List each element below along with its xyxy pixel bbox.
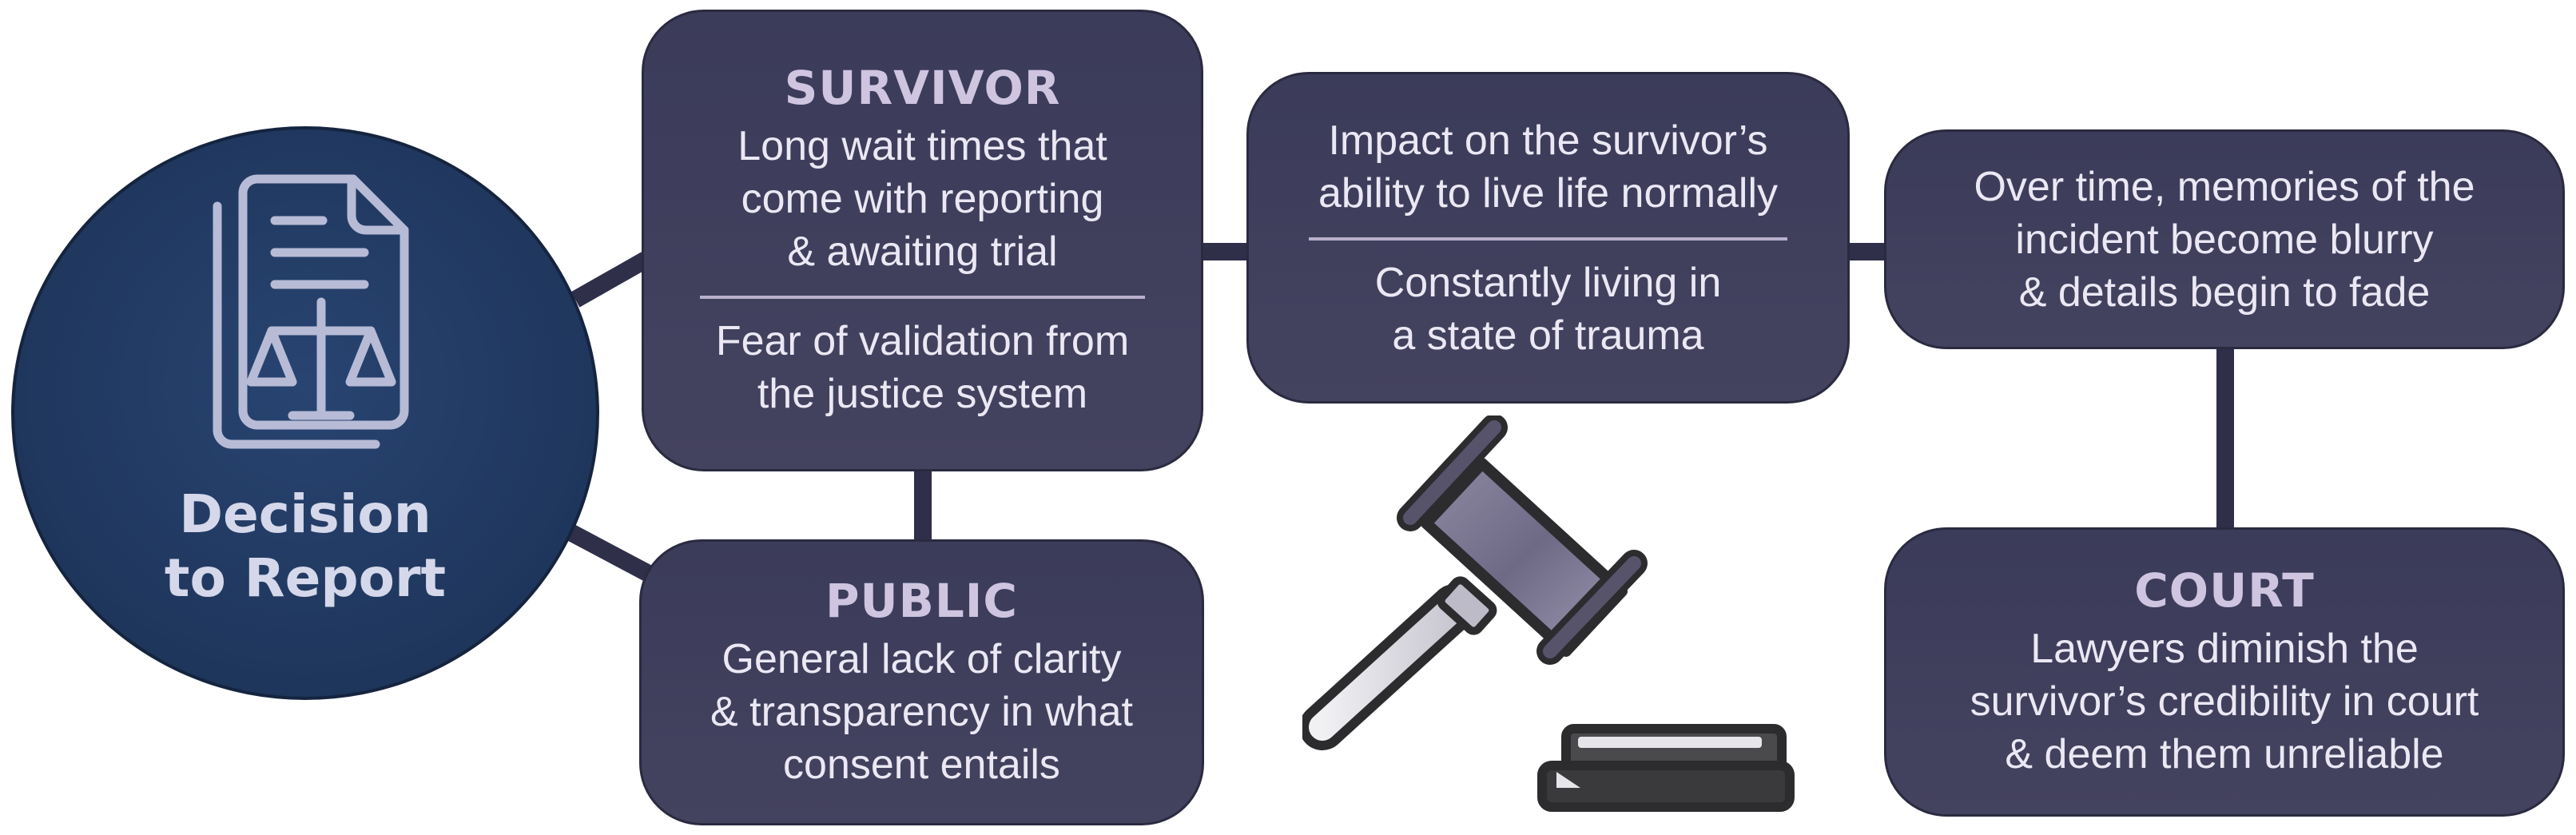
public-clarity-text: General lack of clarity & transparency i… <box>710 636 1133 788</box>
root-label: Decision to Report <box>164 483 447 609</box>
connector-root-survivor <box>570 252 650 308</box>
impact-trauma-text: Constantly living in a state of trauma <box>1374 259 1722 359</box>
survivor-divider <box>699 296 1146 299</box>
gavel-icon <box>1302 416 1795 812</box>
survivor-validation-text: Fear of validation from the justice syst… <box>715 318 1130 417</box>
decision-to-report-circle: Decision to Report <box>11 126 599 700</box>
public-title: PUBLIC <box>825 574 1018 628</box>
memory-node: Over time, memories of the incident beco… <box>1884 129 2565 349</box>
survivor-wait-times-text: Long wait times that come with reporting… <box>737 123 1107 275</box>
connector-root-public <box>564 523 664 587</box>
memory-fade-text: Over time, memories of the incident beco… <box>1974 163 2475 316</box>
impact-divider <box>1308 237 1788 241</box>
court-node: COURT Lawyers diminish the survivor’s cr… <box>1884 527 2565 817</box>
public-node: PUBLIC General lack of clarity & transpa… <box>639 539 1204 825</box>
legal-document-scales-icon <box>213 174 409 449</box>
court-credibility-text: Lawyers diminish the survivor’s credibil… <box>1970 626 2479 777</box>
survivor-title: SURVIVOR <box>784 61 1061 115</box>
impact-node: Impact on the survivor’s ability to live… <box>1246 72 1850 404</box>
impact-normal-life-text: Impact on the survivor’s ability to live… <box>1318 117 1779 217</box>
survivor-node: SURVIVOR Long wait times that come with … <box>642 10 1203 471</box>
court-title: COURT <box>2134 563 2315 618</box>
